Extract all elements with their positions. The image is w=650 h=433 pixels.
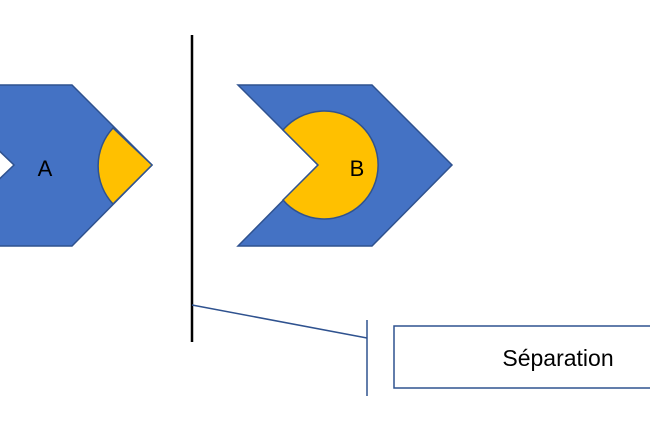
shape-b-label: B (350, 156, 365, 181)
callout-leader (191, 304, 368, 396)
callout-rect (393, 325, 650, 389)
shape-a: A (0, 84, 154, 247)
circle-b (281, 110, 379, 220)
chevron-a (0, 84, 154, 247)
shape-b: B (236, 84, 454, 247)
callout-box: Séparation (393, 325, 650, 389)
callout-leader-line (191, 304, 368, 339)
shape-a-label: A (38, 156, 53, 181)
circle-segment-a (97, 126, 154, 206)
callout-text: Séparation (502, 345, 613, 371)
